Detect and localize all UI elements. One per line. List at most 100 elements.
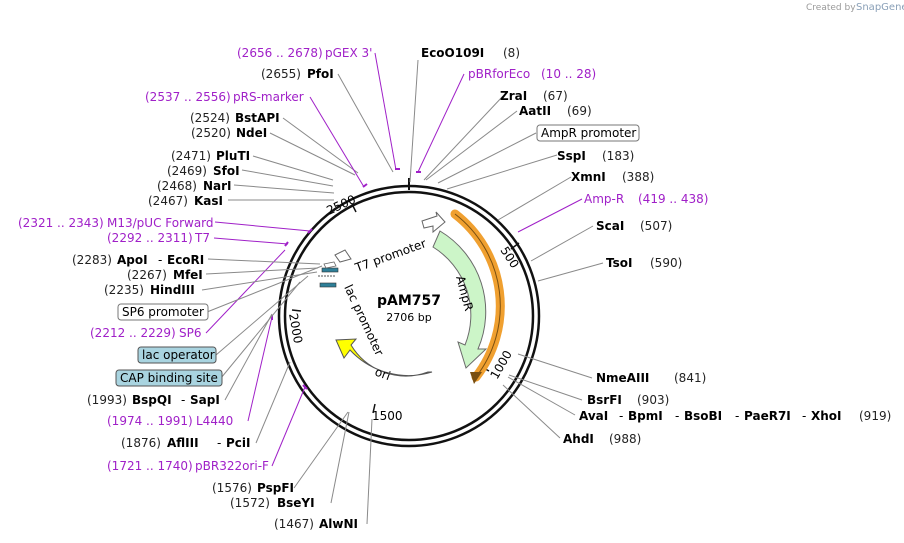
- site-bpmi[interactable]: BpmI: [628, 409, 663, 423]
- tick-500: [510, 242, 520, 250]
- t7-promoter-arrow[interactable]: [334, 249, 352, 263]
- primer-prs-marker-pos: (2537 .. 2556): [145, 90, 231, 104]
- site-ahdi[interactable]: AhdI: [563, 432, 594, 446]
- primer-l4440[interactable]: L4440: [196, 414, 233, 428]
- site-bsrfi-pos: (903): [637, 393, 669, 407]
- site-xmni[interactable]: XmnI: [571, 170, 606, 184]
- site-aatii[interactable]: AatII: [519, 104, 551, 118]
- amp-r-primer-outline: [454, 213, 501, 378]
- site-ecoo109i-pos: (8): [503, 46, 520, 60]
- site-nari[interactable]: NarI: [203, 179, 232, 193]
- site-pspfi[interactable]: PspFI: [257, 481, 294, 495]
- site-sspi[interactable]: SspI: [557, 149, 586, 163]
- ori-feature-arrow[interactable]: [335, 338, 433, 377]
- primer-t7-pos: (2292 .. 2311): [107, 231, 193, 245]
- site-ecoo109i[interactable]: EcoO109I: [421, 46, 484, 60]
- primer-l4440-pos: (1974 .. 1991): [107, 414, 193, 428]
- site-bspqi-dash: -: [181, 393, 185, 407]
- site-ndei[interactable]: NdeI: [236, 126, 267, 140]
- primer-amp-r-pos: (419 .. 438): [638, 192, 708, 206]
- sp6-promoter-mark[interactable]: [323, 261, 337, 269]
- tick-2000: [291, 309, 302, 312]
- tick-label-2500: 2500: [324, 192, 358, 218]
- site-aatii-pos: (69): [567, 104, 592, 118]
- feature-sp6-promoter[interactable]: SP6 promoter: [122, 305, 204, 319]
- sp6-promoter-box[interactable]: [117, 303, 209, 321]
- ori-feature-label: ori: [373, 365, 392, 383]
- plasmid-length: 2706 bp: [386, 311, 431, 324]
- cap-binding-site-box[interactable]: [115, 369, 223, 387]
- tick-label-500: 500: [497, 244, 521, 271]
- site-pfoi[interactable]: PfoI: [307, 67, 334, 81]
- site-bspqi-pos: (1993): [87, 393, 127, 407]
- site-pluti[interactable]: PluTI: [216, 149, 250, 163]
- primer-sp6[interactable]: SP6: [179, 326, 202, 340]
- primer-pbr322ori-f[interactable]: pBR322ori-F: [195, 459, 269, 473]
- site-bstapi-pos: (2524): [190, 111, 230, 125]
- primer-m13-puc-forward[interactable]: M13/pUC Forward: [107, 216, 214, 230]
- snapgene-logo: SnapGene: [856, 2, 904, 13]
- site-sapi[interactable]: SapI: [190, 393, 220, 407]
- tick-label-1500: 1500: [372, 409, 403, 423]
- lac-operator-box[interactable]: [137, 346, 217, 364]
- site-ahdi-pos: (988): [609, 432, 641, 446]
- site-tsoi[interactable]: TsoI: [606, 256, 632, 270]
- site-group-dash-4: -: [802, 409, 806, 423]
- primer-pbrforeco-pos: (10 .. 28): [541, 67, 596, 81]
- primer-t7[interactable]: T7: [194, 231, 210, 245]
- primer-amp-r[interactable]: Amp-R: [584, 192, 624, 206]
- site-scai[interactable]: ScaI: [596, 219, 624, 233]
- lac-operator-mark[interactable]: [321, 267, 339, 273]
- site-paer7i[interactable]: PaeR7I: [744, 409, 791, 423]
- site-pcii[interactable]: PciI: [226, 436, 251, 450]
- site-bseyi[interactable]: BseYI: [277, 496, 315, 510]
- feature-lac-operator[interactable]: lac operator: [142, 348, 215, 362]
- primer-prs-marker[interactable]: pRS-marker: [233, 90, 304, 104]
- site-scai-pos: (507): [640, 219, 672, 233]
- cap-binding-site-mark[interactable]: [319, 282, 337, 288]
- site-avai[interactable]: AvaI: [579, 409, 608, 423]
- feature-cap-binding-site[interactable]: CAP binding site: [120, 371, 218, 385]
- site-alwni[interactable]: AlwNI: [319, 517, 358, 531]
- primer-pbr322ori-f-pos: (1721 .. 1740): [107, 459, 193, 473]
- site-bstapi[interactable]: BstAPI: [235, 111, 280, 125]
- site-bspqi[interactable]: BspQI: [132, 393, 172, 407]
- primer-m13-pos: (2321 .. 2343): [18, 216, 104, 230]
- site-group-dash-3: -: [735, 409, 739, 423]
- site-sfoi[interactable]: SfoI: [213, 164, 240, 178]
- site-afliii-dash: -: [217, 436, 221, 450]
- site-afliii[interactable]: AflIII: [167, 436, 199, 450]
- ampr-promoter-arrow[interactable]: [421, 211, 446, 234]
- site-xhoi[interactable]: XhoI: [811, 409, 842, 423]
- site-ecori[interactable]: EcoRI: [167, 253, 204, 267]
- ampr-promoter-box[interactable]: [536, 124, 640, 142]
- site-pspfi-pos: (1576): [212, 481, 252, 495]
- site-bsobi[interactable]: BsoBI: [684, 409, 722, 423]
- tick-2500: [351, 203, 357, 213]
- site-tsoi-pos: (590): [650, 256, 682, 270]
- site-nmeaiii-pos: (841): [674, 371, 706, 385]
- plasmid-name: pAM757: [377, 293, 441, 309]
- feature-ampr-promoter[interactable]: AmpR promoter: [541, 126, 636, 140]
- site-hindiii[interactable]: HindIII: [150, 283, 195, 297]
- leader-lines: [201, 52, 604, 525]
- site-apoi[interactable]: ApoI: [117, 253, 148, 267]
- primer-pbrforeco[interactable]: pBRforEco: [468, 67, 530, 81]
- site-avai-group-pos: (919): [859, 409, 891, 423]
- site-zrai[interactable]: ZraI: [500, 89, 527, 103]
- site-nari-pos: (2468): [157, 179, 197, 193]
- t7-promoter-label: T7 promoter: [352, 236, 428, 275]
- site-sfoi-pos: (2469): [167, 164, 207, 178]
- site-apoi-dash: -: [158, 253, 162, 267]
- primer-pgex-3[interactable]: pGEX 3': [325, 46, 372, 60]
- site-nmeaiii[interactable]: NmeAIII: [596, 371, 649, 385]
- site-mfei[interactable]: MfeI: [173, 268, 203, 282]
- amp-r-primer-arrowhead: [470, 372, 482, 384]
- ampr-cds-arrow[interactable]: [432, 230, 488, 369]
- credit-label: Created by: [806, 3, 856, 13]
- site-kasi[interactable]: KasI: [194, 194, 223, 208]
- site-bseyi-pos: (1572): [230, 496, 270, 510]
- tick-1500: [372, 403, 376, 414]
- site-bsrfi[interactable]: BsrFI: [587, 393, 622, 407]
